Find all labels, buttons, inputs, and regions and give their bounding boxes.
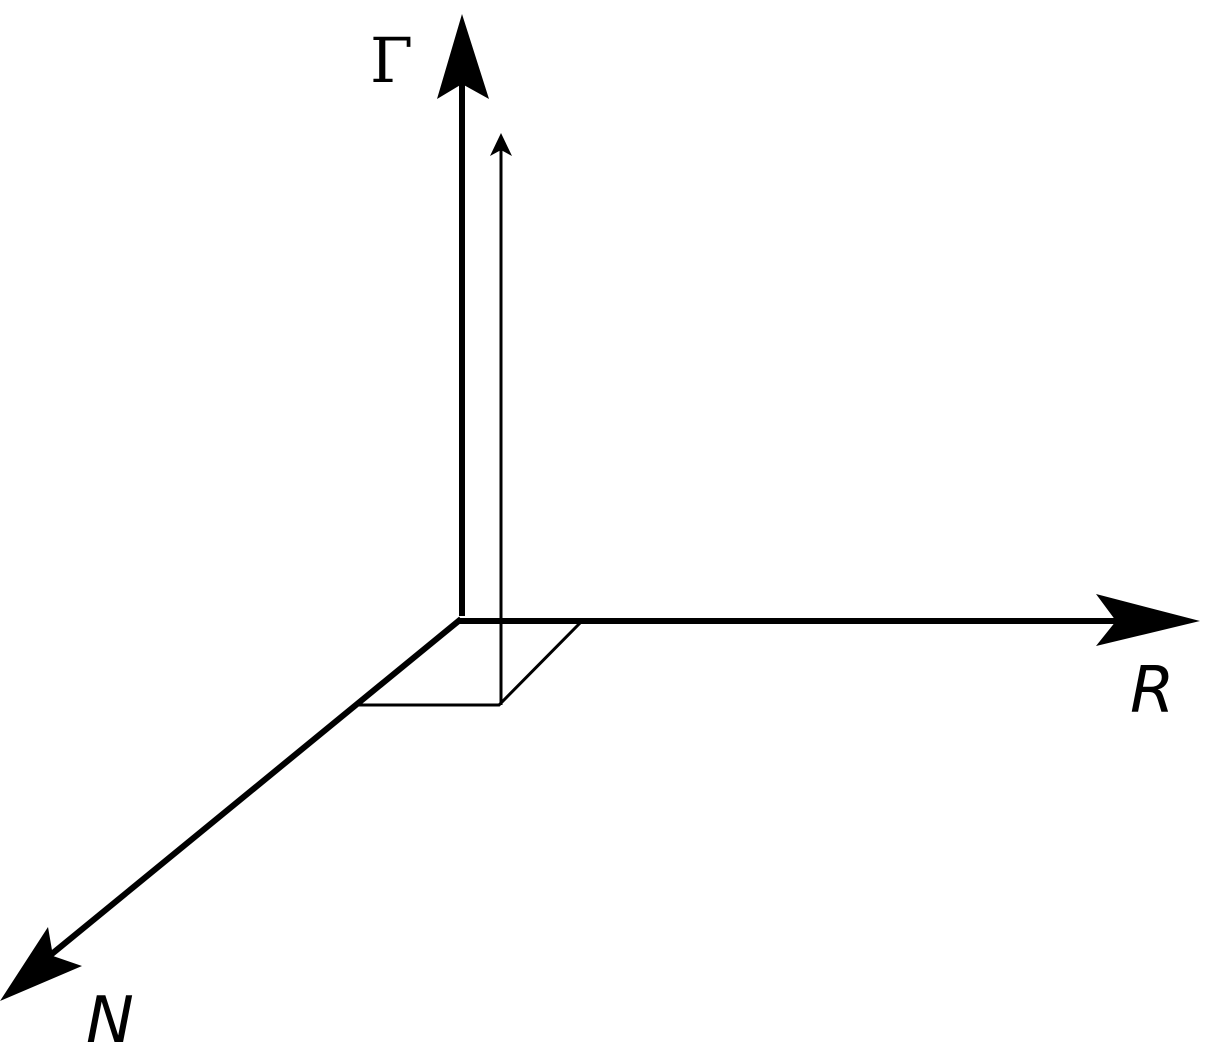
gamma-label: Γ [370, 24, 413, 97]
r-axis-arrowhead [1096, 594, 1200, 646]
thin-vector-arrowhead [490, 133, 512, 156]
r-label: R [1130, 654, 1174, 728]
n-label: N [86, 984, 134, 1058]
n-axis-arrowhead [0, 927, 82, 1001]
gamma-axis-arrowhead [437, 14, 489, 99]
base-parallelogram [359, 619, 584, 707]
n-axis-line [40, 616, 463, 965]
